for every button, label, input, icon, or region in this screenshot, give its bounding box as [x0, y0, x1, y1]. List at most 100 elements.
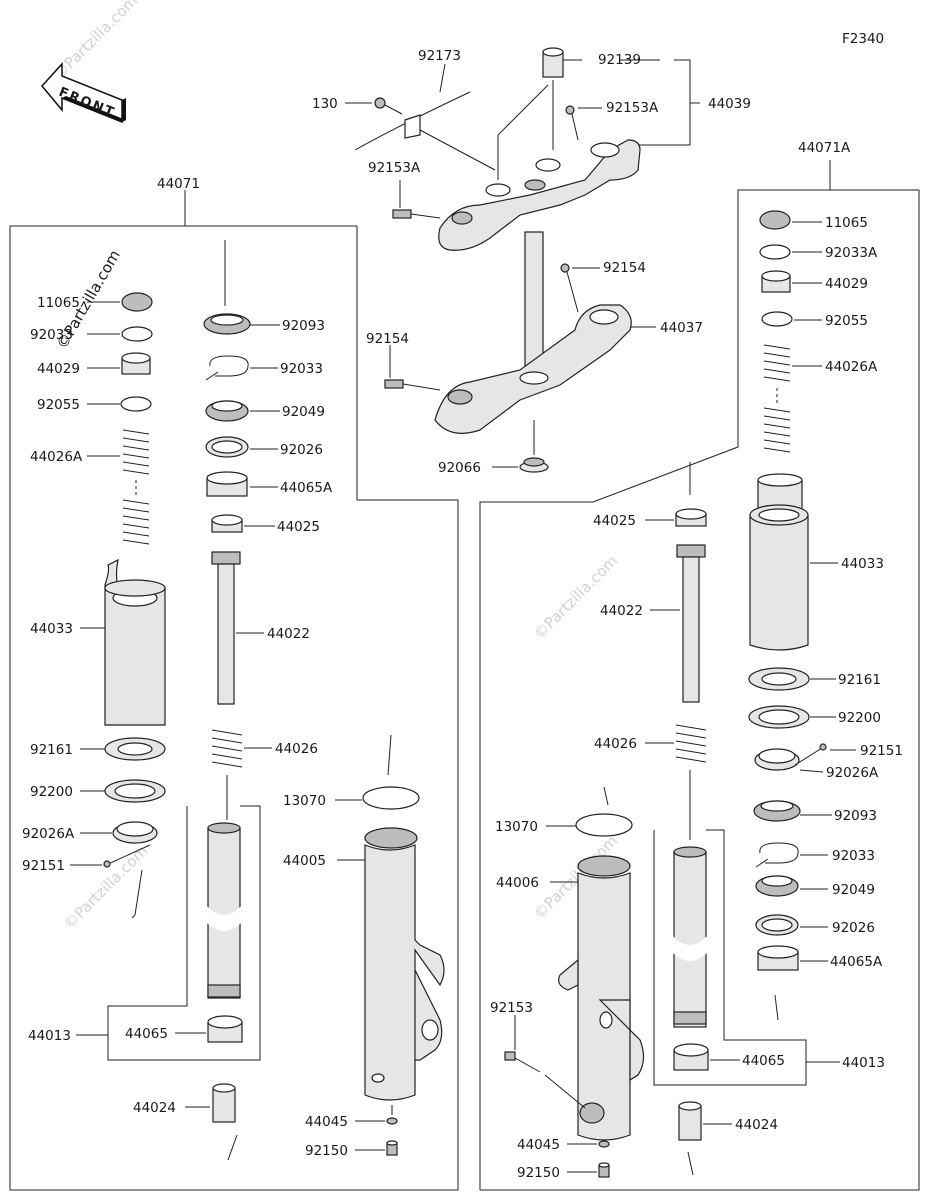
label-44065A[interactable]: 44065A — [280, 480, 333, 496]
label-92150[interactable]: 92150 — [305, 1143, 348, 1159]
label-92151[interactable]: 92151 — [22, 858, 65, 874]
label-92200-right[interactable]: 92200 — [838, 710, 881, 726]
label-92139[interactable]: 92139 — [598, 52, 641, 68]
label-44026A[interactable]: 44026A — [30, 449, 83, 465]
label-92026A[interactable]: 92026A — [22, 826, 75, 842]
upper-fork-bracket — [438, 139, 641, 251]
bushing-44025 — [211, 514, 243, 533]
part-labels: 92173 130 92153A 92153A 92139 44039 9215… — [22, 48, 903, 1181]
label-44037[interactable]: 44037 — [660, 320, 703, 336]
washer-92200-right — [748, 705, 810, 729]
label-13070-right[interactable]: 13070 — [495, 819, 538, 835]
spring-44026 — [211, 729, 243, 768]
bolt-92153A-side — [392, 209, 441, 219]
label-92093[interactable]: 92093 — [282, 318, 325, 334]
bushing-44065A-right — [757, 945, 799, 971]
watermark: ©Partzilla.com — [50, 0, 141, 83]
outer-tube-44006 — [558, 855, 645, 1141]
label-92151-right[interactable]: 92151 — [860, 743, 903, 759]
spring-44026-right — [675, 724, 707, 763]
label-92093-right[interactable]: 92093 — [834, 808, 877, 824]
label-92033A[interactable]: 92033A — [825, 245, 878, 261]
label-44026[interactable]: 44026 — [275, 741, 318, 757]
watermark: ©Partzilla.com — [60, 842, 151, 933]
label-92033-right[interactable]: 92033 — [832, 848, 875, 864]
label-92153A[interactable]: 92153A — [368, 160, 421, 176]
label-44022-right[interactable]: 44022 — [600, 603, 643, 619]
label-44022[interactable]: 44022 — [267, 626, 310, 642]
label-44026-right[interactable]: 44026 — [594, 736, 637, 752]
clip-92033-right — [755, 842, 799, 868]
label-11065-right[interactable]: 11065 — [825, 215, 868, 231]
outer-tube-44005 — [364, 827, 445, 1101]
label-44065[interactable]: 44065 — [125, 1026, 168, 1042]
clamp-92026A-right — [754, 748, 800, 771]
clip-92033 — [205, 355, 249, 381]
label-44029-right[interactable]: 44029 — [825, 276, 868, 292]
label-92150-right[interactable]: 92150 — [517, 1165, 560, 1181]
bushing-44025-right — [675, 508, 707, 527]
label-92161[interactable]: 92161 — [30, 742, 73, 758]
bushing-44065-right — [673, 1043, 709, 1071]
label-44024-right[interactable]: 44024 — [735, 1117, 778, 1133]
label-44013[interactable]: 44013 — [28, 1028, 71, 1044]
label-92055-right[interactable]: 92055 — [825, 313, 868, 329]
label-44039[interactable]: 44039 — [708, 96, 751, 112]
washer-44045 — [386, 1117, 398, 1125]
seal-92093-right — [753, 800, 801, 822]
washer-92200 — [104, 779, 166, 803]
seal-92049 — [205, 400, 249, 422]
label-44033-right[interactable]: 44033 — [841, 556, 884, 572]
label-92161-right[interactable]: 92161 — [838, 672, 881, 688]
label-44006[interactable]: 44006 — [496, 875, 539, 891]
label-92033-left[interactable]: 92033 — [30, 327, 73, 343]
label-44045[interactable]: 44045 — [305, 1114, 348, 1130]
bushing-44065A — [206, 471, 248, 497]
label-44026A-right[interactable]: 44026A — [825, 359, 878, 375]
label-44065A-right[interactable]: 44065A — [830, 954, 883, 970]
left-assembly-frame — [9, 225, 459, 1191]
bushing-44065 — [207, 1015, 243, 1043]
label-92154-upper[interactable]: 92154 — [603, 260, 646, 276]
label-92026-right[interactable]: 92026 — [832, 920, 875, 936]
label-92049[interactable]: 92049 — [282, 404, 325, 420]
diagram-code: F2340 — [842, 31, 884, 47]
label-92026[interactable]: 92026 — [280, 442, 323, 458]
washer-92161 — [104, 737, 166, 761]
washer-92161-right — [748, 667, 810, 691]
left-inner-frame — [107, 805, 261, 1061]
label-13070[interactable]: 13070 — [283, 793, 326, 809]
label-92066[interactable]: 92066 — [438, 460, 481, 476]
label-92173[interactable]: 92173 — [418, 48, 461, 64]
label-44025[interactable]: 44025 — [277, 519, 320, 535]
label-92055[interactable]: 92055 — [37, 397, 80, 413]
label-44071[interactable]: 44071 — [157, 176, 200, 192]
label-92049-right[interactable]: 92049 — [832, 882, 875, 898]
label-44071A[interactable]: 44071A — [798, 140, 851, 156]
label-44033[interactable]: 44033 — [30, 621, 73, 637]
label-44065-right[interactable]: 44065 — [742, 1053, 785, 1069]
seal-92093 — [203, 313, 251, 335]
label-92154-side[interactable]: 92154 — [366, 331, 409, 347]
label-130[interactable]: 130 — [312, 96, 338, 112]
cable-clamp — [404, 114, 421, 139]
label-44045-right[interactable]: 44045 — [517, 1137, 560, 1153]
label-92026A-right[interactable]: 92026A — [826, 765, 879, 781]
oring-92033 — [121, 326, 153, 342]
label-92200[interactable]: 92200 — [30, 784, 73, 800]
spring-44026A — [122, 429, 150, 545]
label-44029[interactable]: 44029 — [37, 361, 80, 377]
label-44013-right[interactable]: 44013 — [842, 1055, 885, 1071]
label-92153-right[interactable]: 92153 — [490, 1000, 533, 1016]
label-11065[interactable]: 11065 — [37, 295, 80, 311]
plug-44029-right — [761, 270, 791, 293]
label-44005[interactable]: 44005 — [283, 853, 326, 869]
label-44024[interactable]: 44024 — [133, 1100, 176, 1116]
label-92153A-upper[interactable]: 92153A — [606, 100, 659, 116]
label-44025-right[interactable]: 44025 — [593, 513, 636, 529]
bolt-92150-right — [598, 1162, 610, 1178]
bolt-130 — [374, 97, 403, 115]
washer-92026-right — [755, 914, 799, 936]
label-92033[interactable]: 92033 — [280, 361, 323, 377]
